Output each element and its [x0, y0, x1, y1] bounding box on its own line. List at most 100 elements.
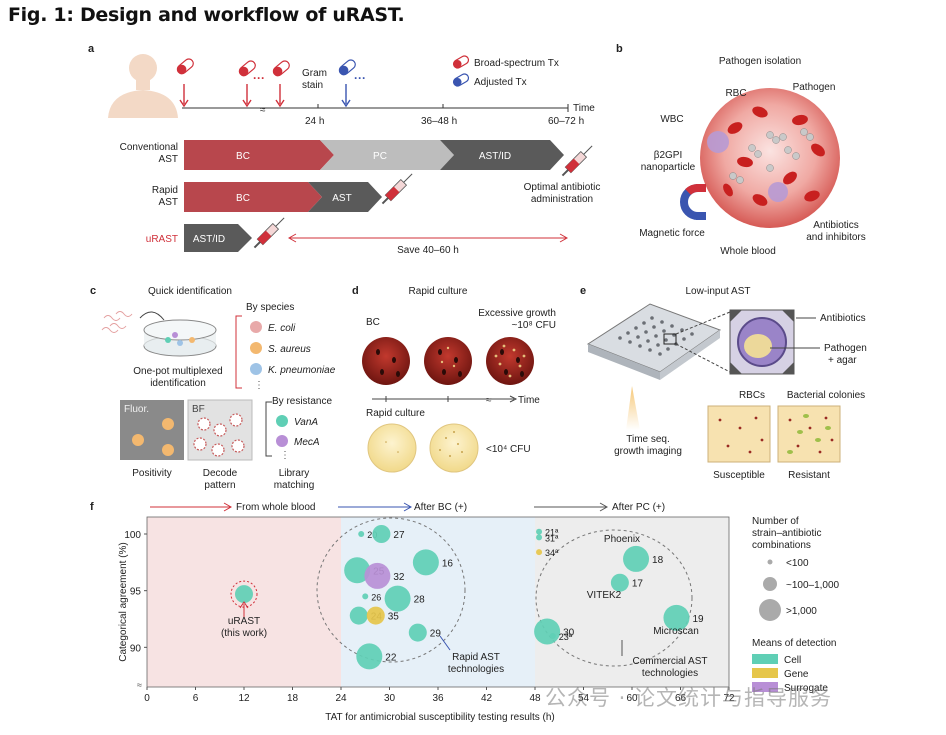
pill-icon [176, 58, 194, 75]
panel-f: f From whole blood After BC (+) After PC… [90, 501, 840, 723]
group-label-rapid: Rapid AST [452, 652, 500, 663]
y-tick-label: 90 [130, 643, 142, 654]
cfu-label: <10⁴ CFU [486, 444, 531, 455]
data-point-label: 23ª [559, 632, 573, 642]
resistance-item: MecA [294, 437, 320, 448]
size-legend-item: <100 [786, 558, 809, 569]
svg-text:≈: ≈ [486, 395, 492, 406]
nanoparticles [729, 128, 814, 184]
x-tick-label: 42 [481, 693, 493, 704]
panel-c: c Quick identification One-pot multiplex… [90, 285, 336, 491]
data-point [372, 525, 391, 543]
dish-dots [376, 349, 524, 377]
data-point-label: 29 [430, 629, 442, 640]
y-axis-label: Categorical agreement (%) [118, 542, 129, 662]
fluor-label: Fluor. [124, 404, 149, 415]
label-phoenix: Phoenix [604, 534, 640, 545]
panel-b: b Pathogen isolation [616, 43, 866, 257]
row-label-conventional: Conventional [120, 142, 178, 153]
pill-icon [452, 73, 470, 87]
color-legend-swatch [752, 668, 778, 678]
step-label: BC [236, 151, 250, 162]
color-legend-swatch [752, 654, 778, 664]
x-tick-label: 24 [335, 693, 347, 704]
pathogen-label: Pathogen [824, 343, 867, 354]
species-item: E. coli [268, 323, 296, 334]
data-point [412, 549, 439, 576]
size-legend-medium [763, 577, 777, 591]
data-point [356, 643, 383, 670]
group-label-commercial: Commercial AST [632, 656, 707, 667]
data-point-label: 31ª [545, 533, 559, 543]
label-pathogen: Pathogen [793, 82, 836, 93]
dish-growth [440, 344, 526, 378]
stage-label: After PC (+) [612, 502, 665, 513]
panel-e: e Low-input AST Antibiotics Pathogen + a… [580, 285, 867, 481]
size-legend-large [759, 599, 781, 621]
size-legend-item: >1,000 [786, 606, 817, 617]
x-tick-label: 12 [238, 693, 250, 704]
y-tick-label: 100 [124, 530, 141, 541]
arrow-bc [184, 182, 322, 212]
data-point-label: 30 [563, 627, 575, 638]
step-label: PC [373, 151, 387, 162]
tick-60-72h: 60–72 h [548, 116, 584, 127]
syringe-icon [253, 217, 285, 249]
y-tick-label: 95 [130, 587, 142, 598]
svg-text:≈: ≈ [137, 680, 142, 690]
x-axis-label: TAT for antimicrobial susceptibility tes… [325, 712, 555, 723]
data-point-label: 28 [414, 595, 426, 606]
legend-broad-spectrum: Broad-spectrum Tx [474, 58, 559, 69]
bracket [265, 401, 272, 457]
urast-label: (this work) [221, 628, 267, 639]
row-label-urast: uRAST [146, 234, 178, 245]
arrow-ast-id [184, 224, 252, 252]
excessive-label: ~10⁸ CFU [511, 320, 556, 331]
pot-label: One-pot multiplexed [133, 366, 223, 377]
library-label: matching [274, 480, 315, 491]
x-tick-label: 36 [432, 693, 444, 704]
panel-f-label: f [90, 501, 94, 513]
label-inhibitors: and inhibitors [806, 232, 865, 243]
pot-label: identification [150, 378, 206, 389]
dish-rapid [429, 423, 479, 473]
group-label-rapid: technologies [448, 664, 504, 675]
x-tick-label: 72 [723, 693, 735, 704]
bf-label: BF [192, 404, 205, 415]
urast-label: uRAST [228, 616, 260, 627]
step-label: AST/ID [193, 234, 225, 245]
size-legend-small [767, 559, 773, 565]
panel-c-title: Quick identification [148, 286, 232, 297]
panel-b-label: b [616, 43, 623, 55]
red-blood-cells [723, 106, 825, 206]
color-legend-item: Cell [784, 655, 801, 666]
syringe-icon [561, 145, 593, 177]
rbcs-label: RBCs [739, 390, 765, 401]
data-point-label: 32 [393, 572, 405, 583]
step-label: AST/ID [479, 151, 511, 162]
data-point-label: 35 [388, 612, 400, 623]
x-tick-label: 18 [287, 693, 299, 704]
data-point [623, 545, 650, 572]
size-legend-title: combinations [752, 540, 811, 551]
data-point-label: 18 [652, 555, 664, 566]
time-label: Time [518, 395, 540, 406]
step-label: BC [236, 193, 250, 204]
syringe-icon [381, 173, 413, 205]
library-label: Library [279, 468, 310, 479]
data-point [663, 604, 690, 631]
x-tick-label: 6 [193, 693, 199, 704]
magnet-icon [680, 184, 706, 220]
transfer-arrow [139, 311, 165, 321]
row-label-rapid: Rapid [152, 185, 178, 196]
resistant-label: Resistant [788, 470, 830, 481]
label-vitek2: VITEK2 [587, 590, 622, 601]
excessive-label: Excessive growth [478, 308, 556, 319]
data-point-label: 19 [692, 614, 704, 625]
arrow-ast-id [440, 140, 564, 170]
x-tick-label: 60 [626, 693, 638, 704]
antibiotics-label: Antibiotics [820, 313, 866, 324]
x-tick-label: 48 [529, 693, 541, 704]
agar-label: + agar [828, 355, 857, 366]
